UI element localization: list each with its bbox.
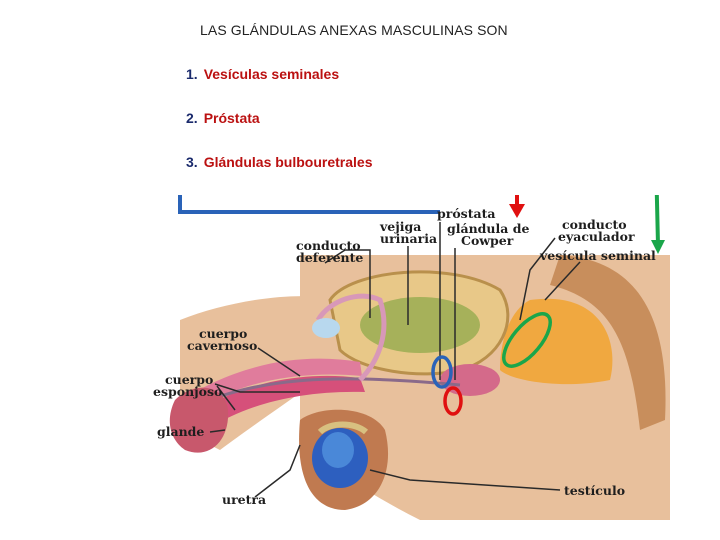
blue-highlight-circle — [431, 355, 453, 389]
green-highlight-circle — [502, 312, 552, 368]
list-number: 3. — [186, 154, 198, 170]
list-text: Glándulas bulbouretrales — [203, 154, 373, 170]
label-uretra: uretra — [222, 492, 267, 507]
pointer-lines — [209, 222, 581, 498]
list-item-bulbouretrales: 3. Glándulas bulbouretrales — [186, 154, 373, 170]
anatomy-illustration — [169, 195, 670, 520]
label-vesicula-seminal: vesícula seminal — [540, 248, 656, 263]
list-text: Próstata — [203, 110, 260, 126]
list-number: 2. — [186, 110, 198, 126]
list-text: Vesículas seminales — [203, 66, 340, 82]
blue-connector-line — [178, 195, 440, 214]
bladder-content — [360, 297, 480, 353]
label-glande: glande — [157, 424, 205, 439]
green-arrowhead — [651, 240, 665, 254]
testicle-highlight — [322, 432, 354, 468]
list-number: 1. — [186, 66, 198, 82]
slide-title: LAS GLÁNDULAS ANEXAS MASCULINAS SON — [200, 22, 508, 38]
corpus-spongiosum — [200, 375, 365, 428]
ampulla — [312, 318, 340, 338]
label-testiculo: testículo — [564, 483, 626, 498]
corpus-cavernosum — [190, 358, 362, 408]
vas-deferens — [315, 293, 387, 382]
red-highlight-circle — [443, 386, 463, 416]
list-item-vesiculas: 1. Vesículas seminales — [186, 66, 339, 82]
glans — [169, 387, 229, 453]
epididymis — [317, 421, 369, 435]
rectum-wall — [550, 255, 666, 430]
list-item-prostata: 2. Próstata — [186, 110, 260, 126]
red-connector-line — [515, 195, 519, 205]
label-prostata: próstata — [437, 206, 496, 221]
red-arrowhead — [509, 204, 525, 218]
